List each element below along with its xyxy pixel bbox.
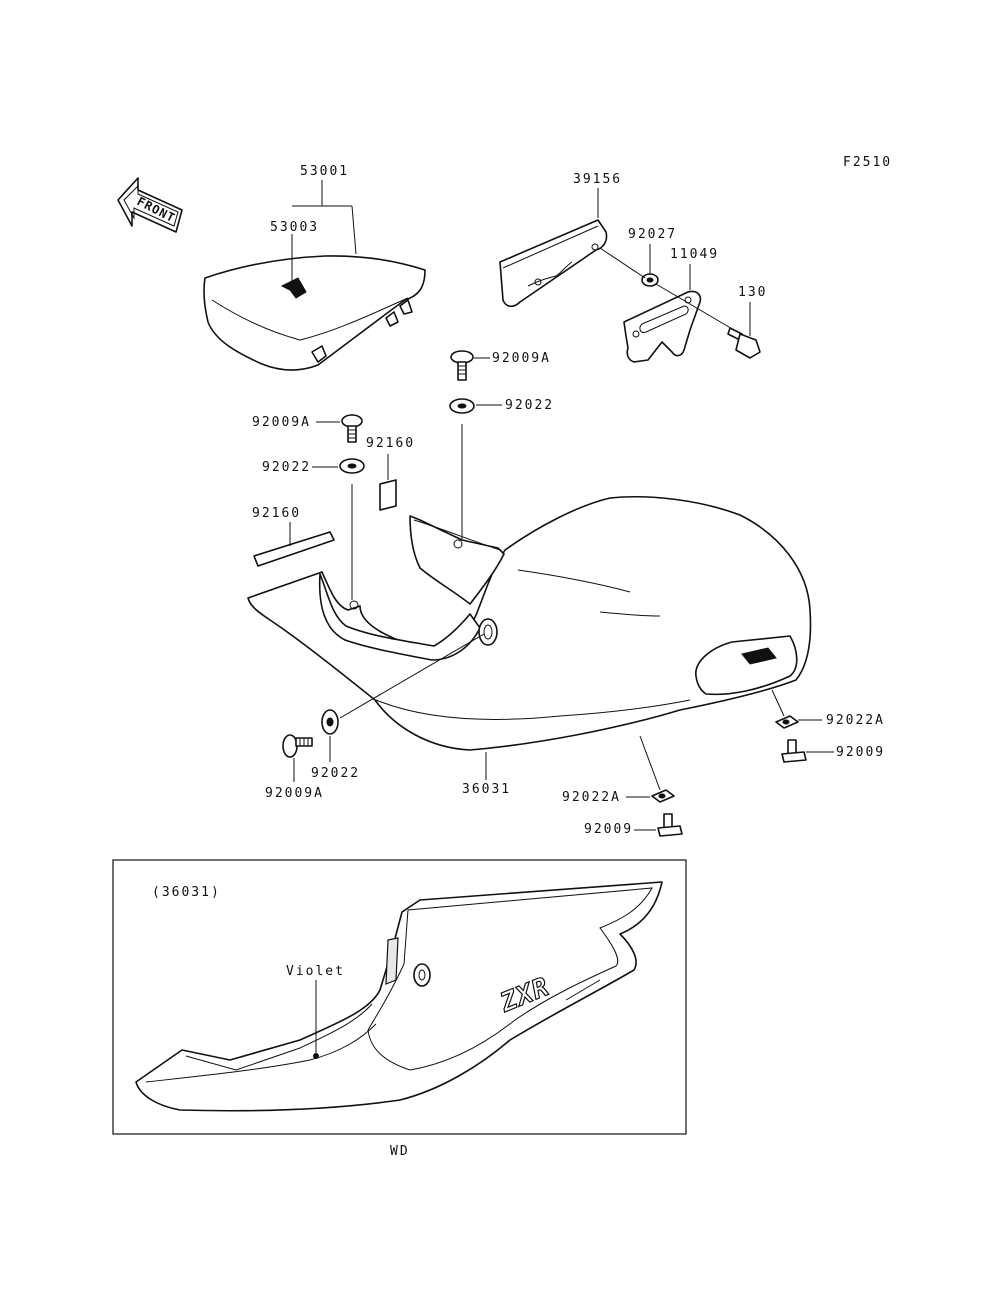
label-92009a-top: 92009A [492, 351, 551, 366]
label-53003: 53003 [270, 220, 319, 235]
washer-92022a-right [775, 715, 799, 729]
tail-cover-logo-icon [741, 647, 777, 665]
label-53001: 53001 [300, 164, 349, 179]
inset-color-label: Violet [286, 964, 345, 979]
label-92022-top: 92022 [505, 398, 554, 413]
seat-emblem-icon [280, 277, 307, 299]
label-92022a-right: 92022A [826, 713, 885, 728]
label-39156: 39156 [573, 172, 622, 187]
inset-title: (36031) [152, 885, 221, 900]
screw-92009-bottom [657, 813, 683, 837]
label-92022-left: 92022 [262, 460, 311, 475]
label-11049: 11049 [670, 247, 719, 262]
label-92009-right: 92009 [836, 745, 885, 760]
pad-92160-upper [379, 479, 397, 511]
label-92027: 92027 [628, 227, 677, 242]
screw-92009a-top [450, 350, 474, 381]
washer-92022-bottom [321, 709, 339, 735]
label-92009a-left: 92009A [252, 415, 311, 430]
label-92160-upper: 92160 [366, 436, 415, 451]
label-36031: 36031 [462, 782, 511, 797]
label-130: 130 [738, 285, 767, 300]
tail-cover-36031 [247, 496, 812, 751]
screw-92009a-left [341, 414, 363, 443]
bolt-130 [727, 327, 761, 359]
label-92160-lower: 92160 [252, 506, 301, 521]
screw-92009-right [781, 739, 807, 763]
seat-53001 [203, 255, 426, 371]
bracket-11049 [623, 290, 702, 363]
washer-92022-top [449, 398, 475, 414]
footer-code: WD [390, 1144, 410, 1159]
pad-92160-lower [253, 531, 335, 567]
cover-39156 [499, 219, 608, 308]
label-92009a-bottom: 92009A [265, 786, 324, 801]
figure-code: F2510 [843, 155, 892, 170]
washer-92022a-bottom [651, 789, 675, 803]
label-92022a-bottom: 92022A [562, 790, 621, 805]
front-arrow: FRONT [117, 177, 183, 233]
label-92009-bottom: 92009 [584, 822, 633, 837]
washer-92027 [641, 273, 659, 287]
inset-tail-cover: ZXR [135, 881, 663, 1112]
washer-92022-left [339, 458, 365, 474]
screw-92009a-bottom [282, 734, 313, 758]
label-92022-bottom: 92022 [311, 766, 360, 781]
inset-frame [112, 859, 687, 1135]
